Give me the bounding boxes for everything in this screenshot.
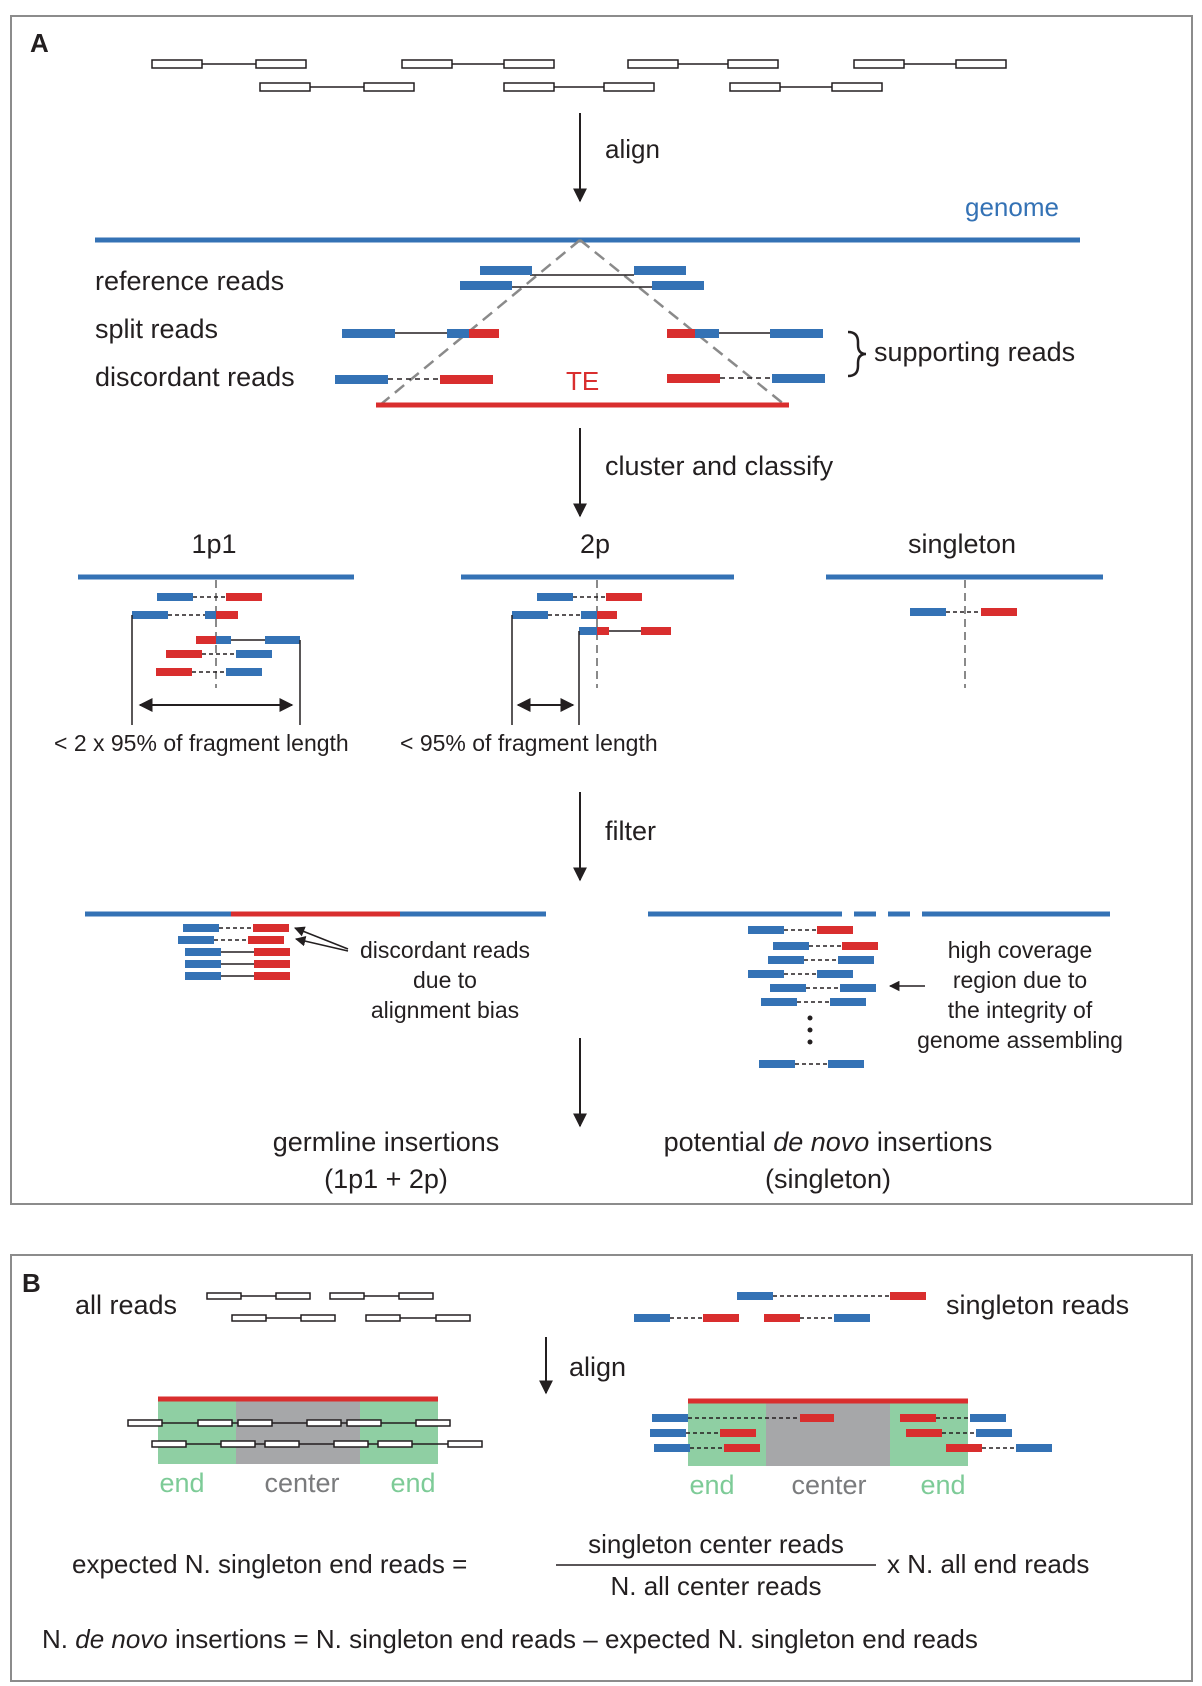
right-end-label-1: end: [390, 1468, 435, 1498]
right-end-region: [360, 1399, 438, 1464]
discordant-bias-line3: alignment bias: [371, 997, 519, 1023]
high-coverage-line1: high coverage: [948, 937, 1093, 963]
discordant-bias-line1: discordant reads: [360, 937, 530, 963]
panel-a-frame: [10, 15, 1193, 1205]
germline-line1: germline insertions: [273, 1127, 500, 1157]
alignment-bias-diagram: [85, 911, 546, 980]
class-2p-label: 2p: [580, 529, 610, 559]
all-reads-pairs: [206, 1292, 471, 1322]
high-coverage-line3: the integrity of: [948, 997, 1093, 1023]
high-coverage-line2: region due to: [953, 967, 1087, 993]
center-region: [236, 1399, 360, 1464]
high-coverage-line4: genome assembling: [917, 1027, 1123, 1053]
formula-lhs: expected N. singleton end reads =: [72, 1549, 467, 1579]
class-2p-diagram: [461, 574, 734, 725]
discordant-reads-label: discordant reads: [95, 362, 295, 392]
class-singleton-diagram: [826, 574, 1103, 688]
formula-denominator: N. all center reads: [611, 1571, 822, 1601]
denovo-eq-prefix: N.: [42, 1624, 75, 1654]
supporting-reads-label: supporting reads: [874, 337, 1075, 367]
genome-label: genome: [965, 192, 1059, 222]
denovo-eq-italic: de novo: [75, 1624, 168, 1654]
denovo-eq-suffix: insertions = N. singleton end reads – ex…: [168, 1624, 978, 1654]
align-label-b: align: [569, 1352, 626, 1382]
reference-reads-label: reference reads: [95, 266, 284, 296]
reference-reads: [460, 266, 704, 290]
class-1p1-label: 1p1: [191, 529, 236, 559]
split-reads: [342, 329, 823, 338]
denovo-prefix: potential: [664, 1127, 774, 1157]
high-coverage-diagram: [648, 911, 1110, 1068]
all-reads-region: [127, 1396, 483, 1464]
frag-1p1-label: < 2 x 95% of fragment length: [54, 730, 349, 756]
center-label-2: center: [791, 1470, 866, 1500]
left-end-label-2: end: [689, 1470, 734, 1500]
left-end-region: [158, 1399, 236, 1464]
singleton-reads-region: [650, 1398, 1052, 1466]
right-end-label-2: end: [920, 1470, 965, 1500]
discordant-bias-line2: due to: [413, 967, 477, 993]
denovo-suffix: insertions: [869, 1127, 992, 1157]
panel-b-frame: [10, 1254, 1193, 1682]
formula-tail: x N. all end reads: [887, 1549, 1089, 1579]
te-dash-left: [379, 239, 581, 406]
discordant-reads: [335, 374, 825, 384]
panel-a-label: A: [30, 28, 49, 58]
singleton-reads-label: singleton reads: [946, 1290, 1129, 1320]
frag-2p-label: < 95% of fragment length: [400, 730, 658, 756]
formula-numerator: singleton center reads: [588, 1529, 844, 1559]
align-label: align: [605, 134, 660, 164]
center-region-s: [766, 1401, 890, 1466]
class-1p1-diagram: [78, 574, 354, 725]
panel-b-label: B: [22, 1268, 41, 1298]
denovo-line2: (singleton): [765, 1164, 891, 1194]
denovo-italic: de novo: [773, 1127, 869, 1157]
filter-label: filter: [605, 816, 656, 846]
denovo-line1: potential de novo insertions: [664, 1127, 993, 1157]
te-label: TE: [566, 366, 599, 396]
singleton-reads-pairs: [634, 1292, 926, 1322]
center-label-1: center: [264, 1468, 339, 1498]
input-read-pairs: [151, 59, 1007, 92]
denovo-equation: N. de novo insertions = N. singleton end…: [42, 1624, 978, 1654]
supporting-reads-brace: [847, 330, 867, 378]
left-end-label-1: end: [159, 1468, 204, 1498]
class-singleton-label: singleton: [908, 529, 1016, 559]
split-reads-label: split reads: [95, 314, 218, 344]
cluster-label: cluster and classify: [605, 451, 834, 481]
germline-line2: (1p1 + 2p): [324, 1164, 448, 1194]
all-reads-label: all reads: [75, 1290, 177, 1320]
